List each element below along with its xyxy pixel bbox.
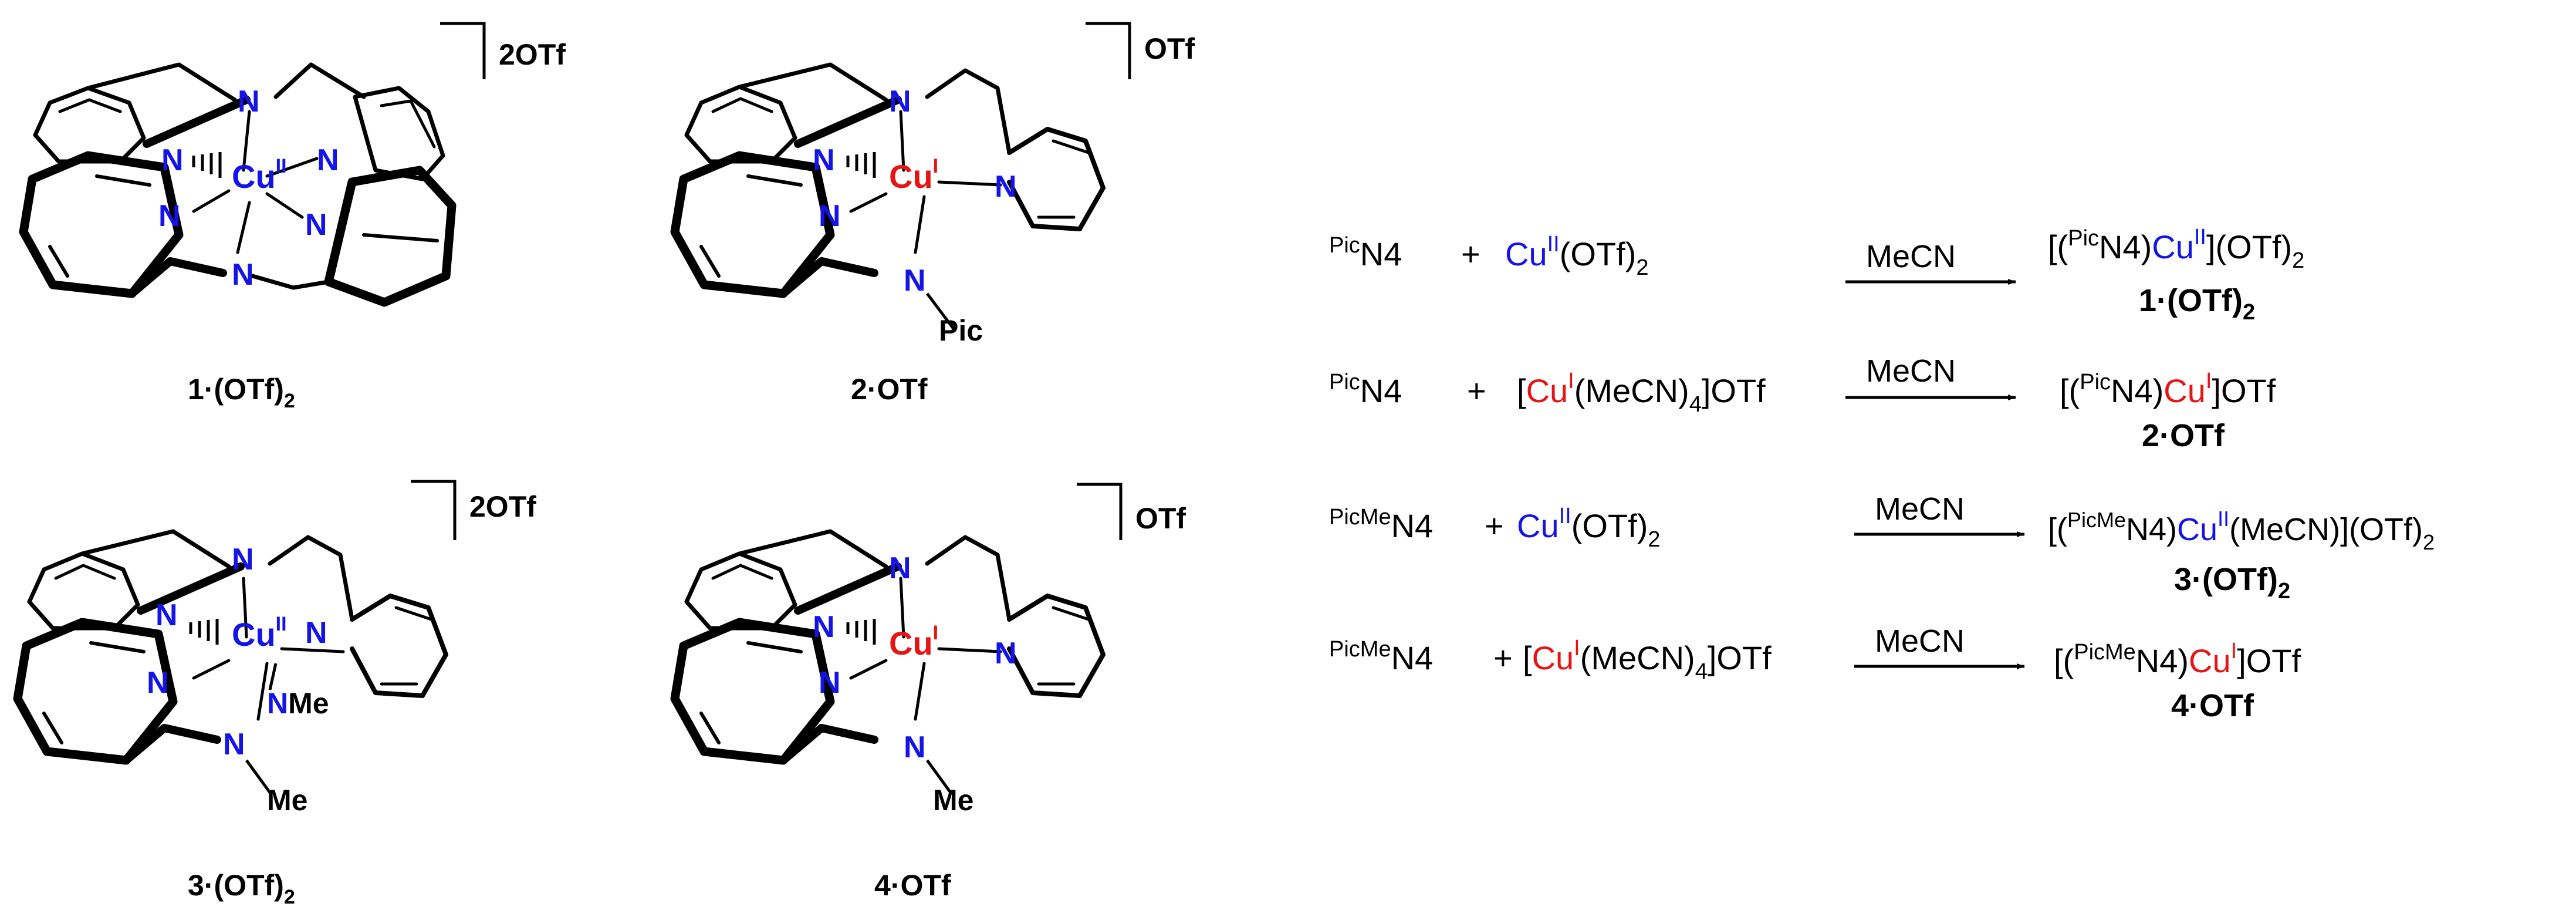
atom-n-left: N — [161, 143, 184, 177]
counterion-4: OTf — [1135, 502, 1186, 535]
atom-n-lower-left: N — [158, 199, 181, 233]
reactant-salt: CuII(OTf)2 — [1505, 232, 1648, 280]
product: [(PicMeN4)CuI]OTf — [2054, 639, 2301, 679]
bond-cu-ncme — [268, 663, 278, 690]
plus-sign: + — [1485, 507, 1504, 544]
solvent-label: MeCN — [1875, 623, 1965, 659]
reactant-salt: CuII(OTf)2 — [1517, 504, 1660, 552]
bond-n-me — [245, 759, 272, 794]
bracket-4 — [1077, 483, 1123, 540]
plus-sign: + — [1461, 235, 1480, 272]
copper-center: CuII — [232, 155, 287, 195]
product-id: 2·OTf — [2142, 418, 2225, 453]
product: [(PicN4)CuII](OTf)2 — [2048, 225, 2304, 273]
atom-n-bottom: N — [232, 258, 254, 292]
label-structure-4: 4·OTf — [874, 869, 951, 902]
reactant-ligand: PicMeN4 — [1329, 505, 1433, 544]
atom-n-top: N — [889, 551, 911, 585]
reaction-1: PicN4 + CuII(OTf)2 MeCN [(PicN4)CuII](OT… — [1329, 225, 2304, 325]
plus-sign: + — [1493, 639, 1513, 676]
substituent-me: Me — [933, 784, 973, 817]
reactant-ligand: PicN4 — [1329, 233, 1402, 272]
ligand-ncme: NMe — [267, 687, 329, 720]
atom-n-bottom: N — [904, 264, 926, 298]
reactant-ligand: PicN4 — [1329, 370, 1402, 409]
copper-center: CuI — [889, 155, 938, 195]
substituent-me: Me — [267, 784, 307, 817]
substituent-pic: Pic — [939, 314, 983, 347]
atom-n-pyridine: N — [305, 616, 327, 650]
reaction-4: PicMeN4 + [CuI(MeCN)4]OTf MeCN [(PicMeN4… — [1329, 623, 2301, 723]
reactant-ligand: PicMeN4 — [1329, 637, 1433, 676]
reactant-salt: [CuI(MeCN)4]OTf — [1517, 369, 1766, 417]
atom-n-lower-right: N — [305, 208, 327, 242]
product: [(PicN4)CuI]OTf — [2060, 369, 2276, 409]
atom-n-pyridine: N — [995, 170, 1017, 204]
atom-n-top: N — [232, 542, 254, 577]
bracket-2 — [1086, 22, 1131, 79]
counterion-2: OTf — [1144, 32, 1195, 65]
label-structure-2: 2·OTf — [851, 373, 928, 406]
atom-n-left: N — [155, 598, 178, 632]
structure-3: N N N N N CuII NMe Me 2OTf 3·(OTf)2 — [18, 480, 536, 908]
structure-2: N N N N N CuI Pic OTf 2·OTf — [675, 22, 1195, 406]
copper-center: CuII — [232, 613, 287, 653]
solvent-label: MeCN — [1875, 491, 1965, 527]
label-structure-3: 3·(OTf)2 — [188, 869, 295, 908]
product-id: 3·(OTf)2 — [2174, 562, 2290, 604]
product-id: 1·(OTf)2 — [2139, 283, 2255, 325]
atom-n-lower-left: N — [819, 199, 841, 233]
reactant-salt: [CuI(MeCN)4]OTf — [1523, 636, 1772, 684]
atom-n-lower-left: N — [147, 666, 169, 700]
bond-n-me — [925, 759, 952, 794]
atom-n-bottom: N — [223, 727, 245, 761]
product: [(PicMeN4)CuII(MeCN)](OTf)2 — [2048, 507, 2435, 554]
atom-n-left: N — [813, 610, 835, 644]
atom-n-bottom: N — [904, 730, 926, 764]
solvent-label: MeCN — [1866, 239, 1956, 274]
bracket-1 — [440, 22, 486, 79]
atom-n-right: N — [317, 143, 339, 177]
reaction-2: PicN4 + [CuI(MeCN)4]OTf MeCN [(PicN4)CuI… — [1329, 353, 2276, 453]
label-structure-1: 1·(OTf)2 — [188, 373, 295, 412]
atom-n-top: N — [238, 85, 260, 119]
counterion-1: 2OTf — [499, 38, 566, 71]
counterion-3: 2OTf — [469, 490, 536, 523]
solvent-label: MeCN — [1866, 353, 1956, 389]
bracket-3 — [411, 480, 457, 540]
atom-n-lower-left: N — [819, 666, 841, 700]
copper-center: CuI — [889, 622, 938, 662]
reaction-3: PicMeN4 + CuII(OTf)2 MeCN [(PicMeN4)CuII… — [1329, 491, 2435, 604]
atom-n-top: N — [889, 85, 911, 119]
bond-n-pic — [926, 292, 955, 330]
atom-n-pyridine: N — [995, 636, 1017, 670]
structure-1: N N N N N N CuII 2OTf 1·(OTf)2 — [23, 22, 566, 412]
plus-sign: + — [1467, 372, 1486, 409]
structure-4: N N N N N CuI Me OTf 4·OTf — [675, 483, 1186, 902]
atom-n-left: N — [813, 143, 835, 177]
product-id: 4·OTf — [2171, 688, 2254, 723]
